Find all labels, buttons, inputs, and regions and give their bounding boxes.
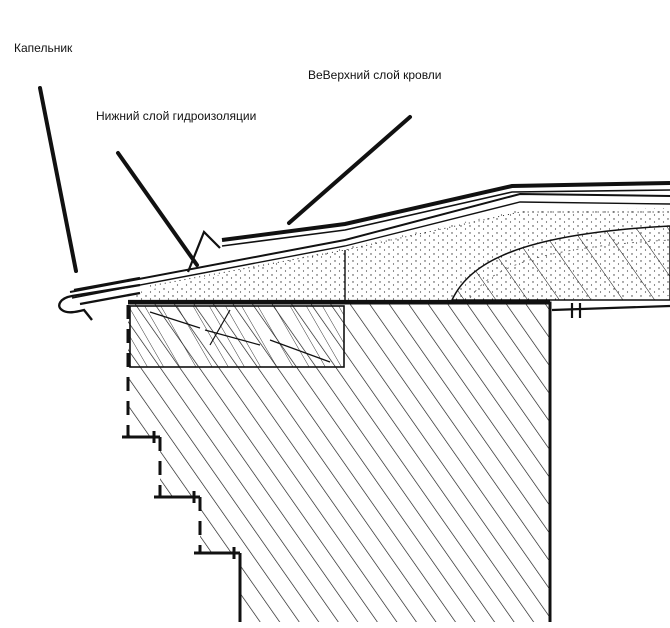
drip-edge-profile [58, 276, 141, 321]
insulation-board [450, 225, 670, 301]
label-drip-edge: Капельник [14, 41, 73, 55]
wall-section [128, 301, 552, 622]
eave-timber-outline [129, 305, 345, 368]
upper-roof-layer [221, 181, 670, 242]
timber-diag-2 [204, 329, 261, 346]
step-tick-2 [154, 491, 196, 503]
eave-timber [129, 305, 345, 368]
wall-outline [128, 301, 552, 622]
ceiling-line [551, 303, 670, 318]
label-upper-roof-layer: ВеВерхний слой кровли [308, 68, 442, 82]
ceiling-line-right [551, 304, 670, 312]
lower-waterproofing-layer [69, 192, 670, 293]
drip-edge-top [73, 276, 141, 292]
eave-timber-fill [130, 306, 344, 367]
timber-diag-4 [269, 339, 331, 363]
roof-layer-mid [71, 201, 670, 299]
leader-lines [38, 86, 412, 273]
stepped-outline [122, 305, 240, 559]
roof-layers [69, 181, 670, 299]
timber-diag-1 [149, 311, 201, 329]
leader-lower-waterproofing [116, 151, 199, 267]
leader-drip-edge [38, 86, 78, 273]
drip-edge-hook [58, 283, 141, 321]
step-tick-1 [122, 431, 156, 443]
leader-upper-roof [287, 115, 412, 225]
timber-diag-3 [209, 309, 231, 346]
roof-layer-top-2 [221, 189, 670, 247]
wall-hatch-fill [128, 303, 550, 622]
insulation-board-shape [450, 225, 670, 301]
drip-edge-inner [79, 291, 141, 306]
step-tick-3 [194, 547, 236, 559]
label-lower-waterproofing: Нижний слой гидроизоляции [96, 109, 257, 123]
